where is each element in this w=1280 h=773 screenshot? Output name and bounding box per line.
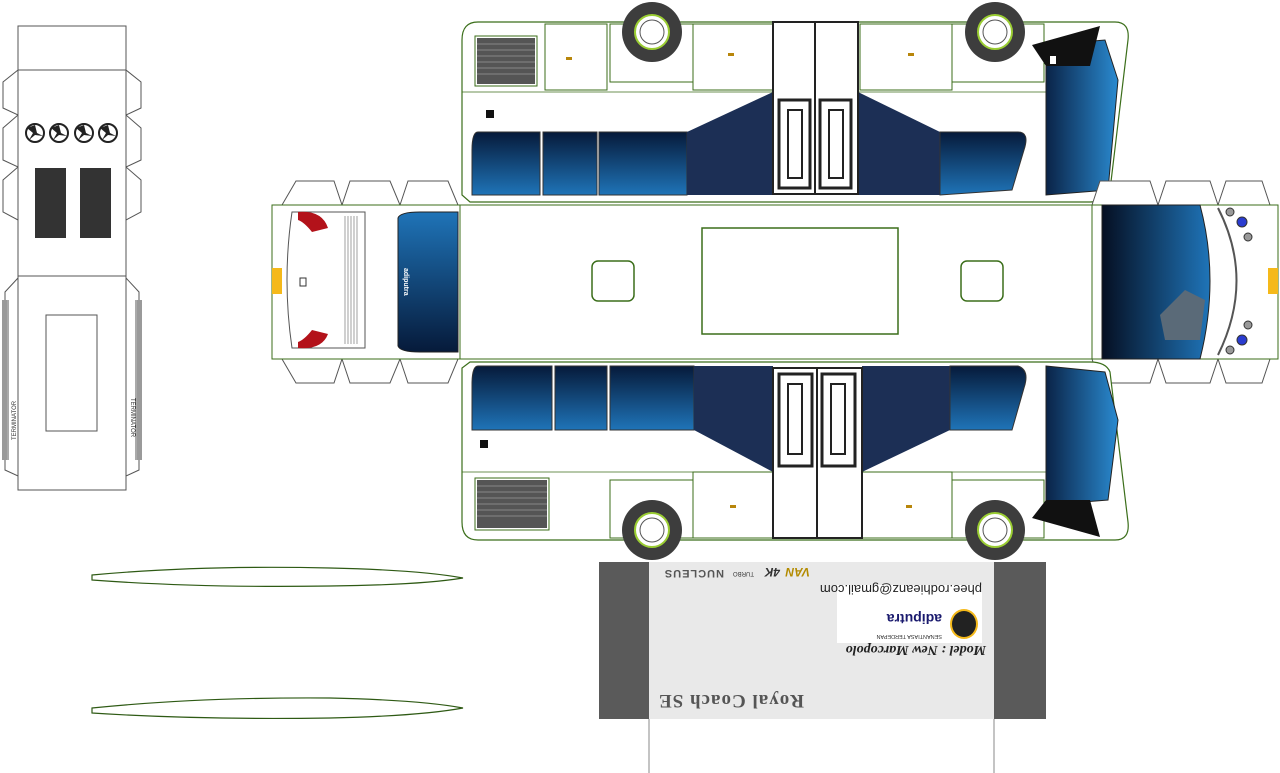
wheel-icon: [622, 500, 682, 560]
turbo-label: TURBO: [733, 570, 754, 576]
email-label: phee.rodhieanz@gmail.com: [819, 582, 982, 597]
bus-rear-end: adiputra: [271, 180, 461, 384]
roof-piece: [2, 25, 142, 277]
skirt-strip: [91, 566, 464, 587]
four-k-label: 4K: [764, 565, 780, 579]
panel-handle: [730, 505, 736, 508]
van-label: VAN: [785, 565, 810, 579]
rear-logo: adiputra: [402, 268, 409, 296]
marker-square: [486, 110, 494, 118]
panel-handle: [566, 57, 572, 60]
panel-handle: [728, 53, 734, 56]
wheel-icon: [622, 2, 682, 62]
roof-fan-icon: [98, 123, 118, 143]
bus-side-lower: [461, 361, 1129, 560]
brand-emblem-icon: [950, 609, 978, 639]
nucleus-label: NUCLEUS: [663, 567, 724, 579]
skirt-strip: [91, 697, 464, 720]
royal-coach-logo: Royal Coach SE: [658, 690, 804, 711]
badge-row: VAN 4K TURBO NUCLEUS: [656, 565, 986, 579]
roof-hatch: [80, 168, 111, 238]
brand-tagline: SENANTIASA TERDEPAN: [876, 633, 942, 639]
bus-roof-center: [459, 204, 1093, 360]
roof-fan-icon: [25, 123, 45, 143]
wheel-icon: [965, 500, 1025, 560]
roof-fan-icon: [49, 123, 69, 143]
panel-handle: [908, 53, 914, 56]
roof-fan-icon: [74, 123, 94, 143]
wheel-icon: [965, 2, 1025, 62]
base-plate-text: Royal Coach SE Model : New Marcopolo adi…: [649, 562, 994, 719]
bus-side-upper: [461, 2, 1129, 203]
brand-name: adiputra: [886, 611, 942, 627]
marker-square: [480, 440, 488, 448]
roof-side-text-left: TERMINATOR: [12, 400, 18, 440]
roof-side-text-right: TERMINATOR: [129, 398, 135, 438]
panel-handle: [906, 505, 912, 508]
base-plate: [599, 562, 1046, 773]
brand-logo: adiputra SENANTIASA TERDEPAN: [862, 603, 982, 647]
roof-rear-piece: TERMINATOR TERMINATOR: [2, 275, 142, 491]
bus-front-end: [1091, 180, 1279, 384]
roof-hatch: [35, 168, 66, 238]
